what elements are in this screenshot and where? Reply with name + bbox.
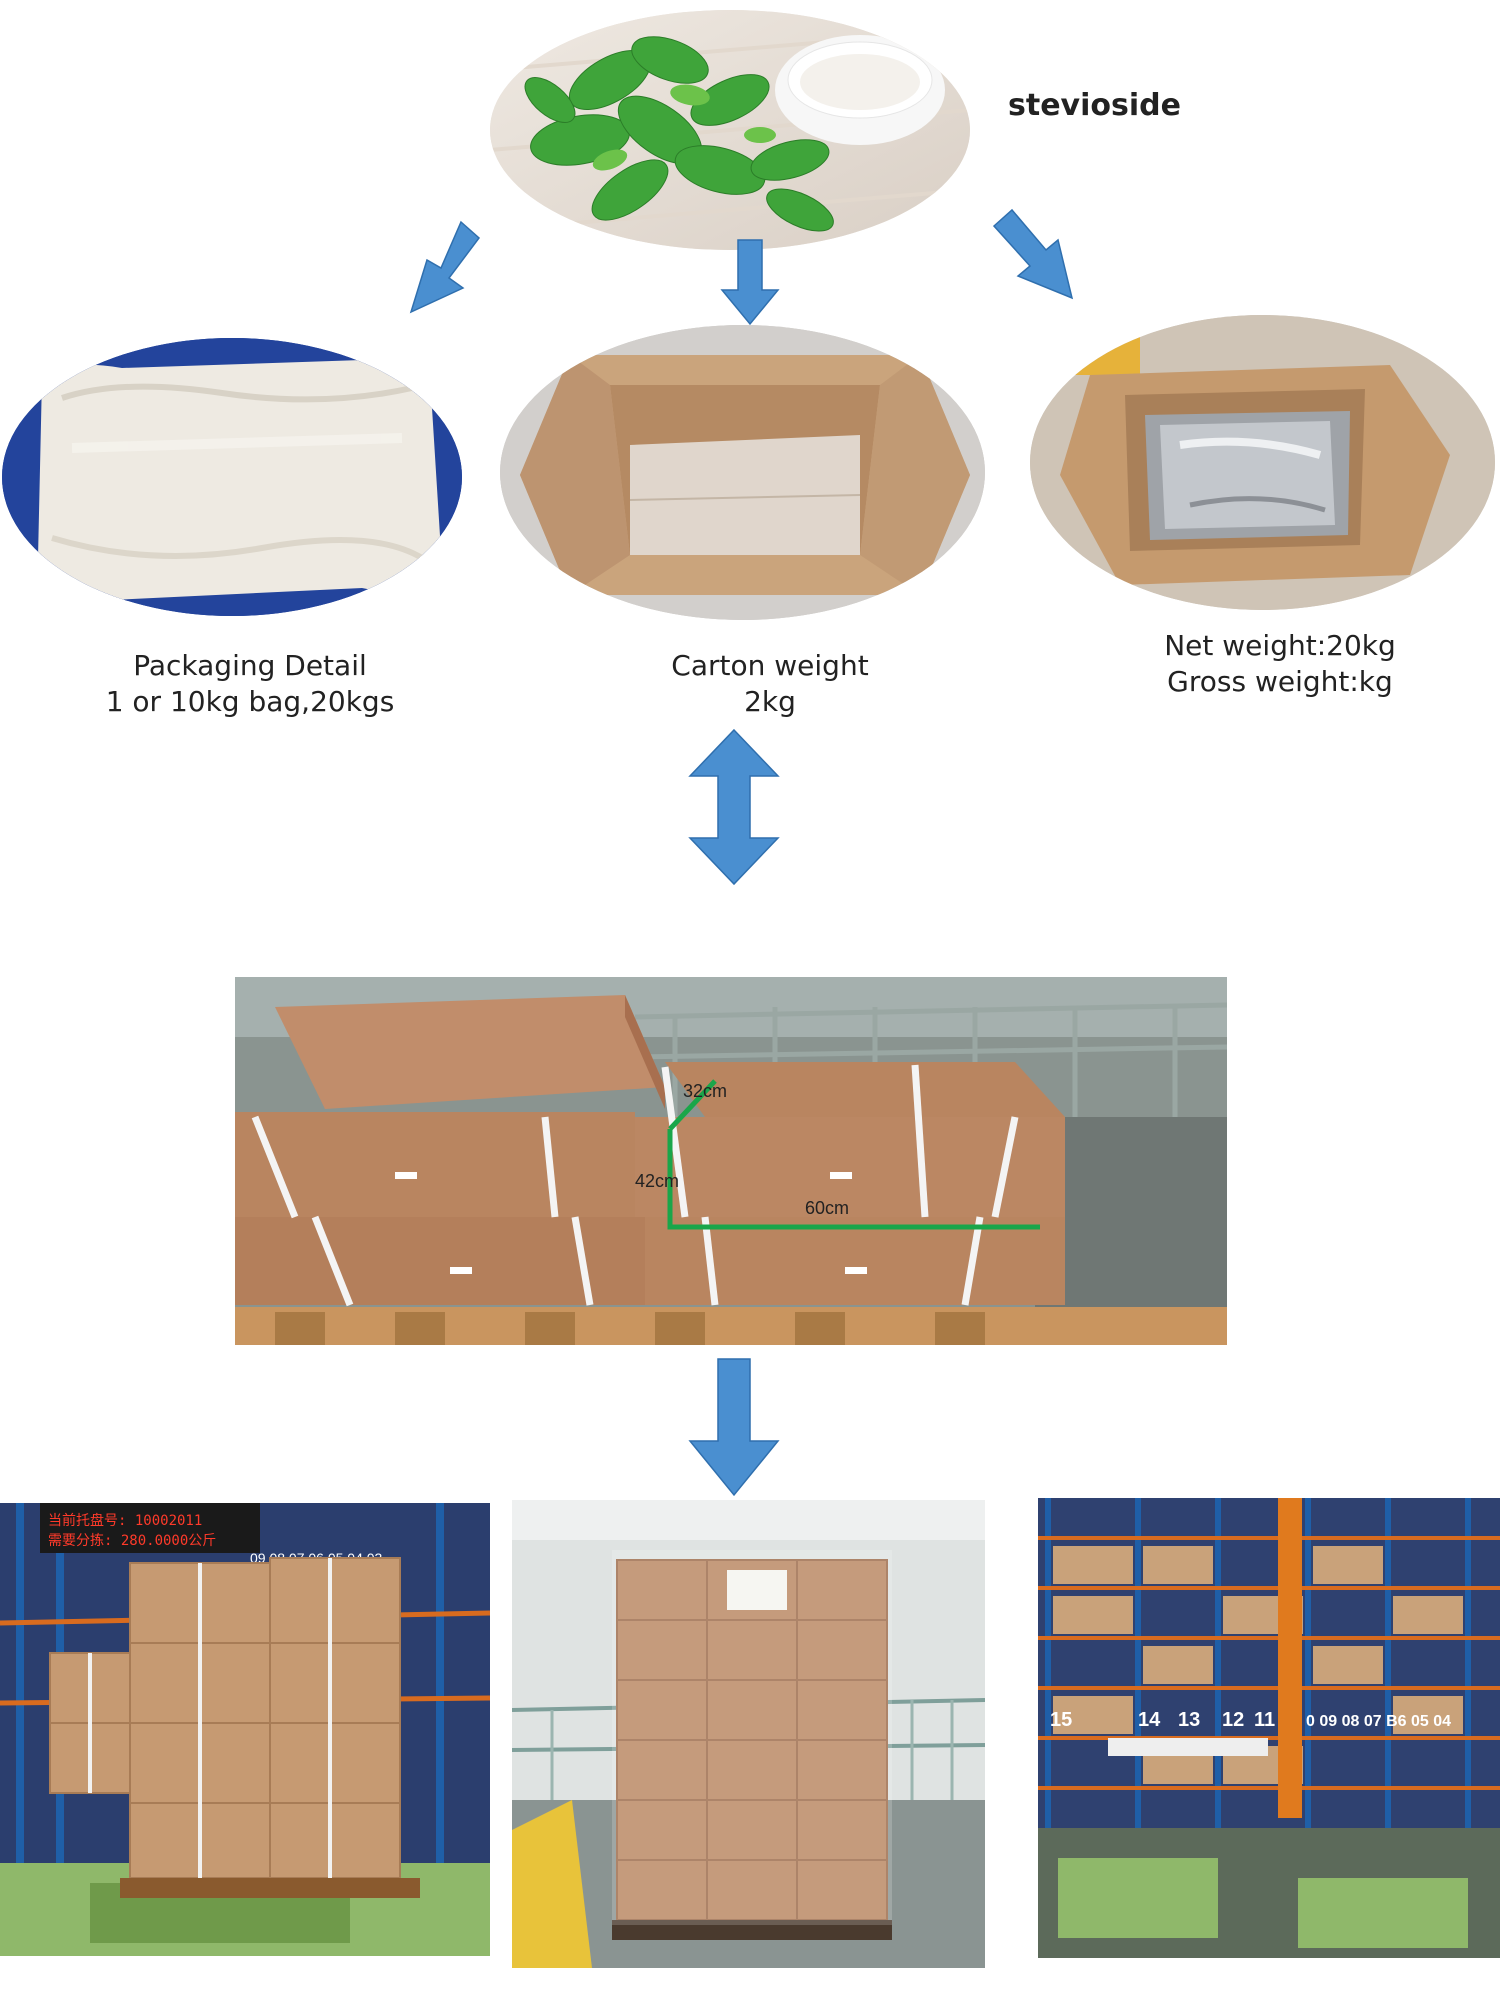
stevia-leaves-image [490, 10, 970, 250]
packaging-caption-line1: Packaging Detail [133, 649, 367, 682]
empty-carton-image [500, 325, 985, 620]
weight-caption-line2: Gross weight:kg [1167, 665, 1393, 698]
rack-11: 11 [1254, 1709, 1275, 1731]
warehouse-sorting-photo: 当前托盘号: 10002011 需要分拣: 280.0000公斤 09 08 0… [0, 1503, 490, 1956]
carton-caption-line2: 2kg [744, 685, 796, 718]
carton-caption: Carton weight 2kg [580, 648, 960, 720]
rack-14: 14 [1138, 1709, 1161, 1731]
height-label: 42cm [635, 1171, 679, 1191]
down-arrow-icon [720, 239, 780, 326]
wrapped-pallet-photo [512, 1500, 985, 1968]
down-arrow-icon [992, 208, 1074, 300]
width-label: 60cm [805, 1198, 849, 1218]
led-line1: 当前托盘号: 10002011 [48, 1512, 202, 1529]
carton-caption-line1: Carton weight [671, 649, 869, 682]
weight-caption: Net weight:20kg Gross weight:kg [1090, 628, 1470, 700]
depth-label: 32cm [683, 1081, 727, 1101]
weight-caption-line1: Net weight:20kg [1164, 629, 1396, 662]
packaging-caption: Packaging Detail 1 or 10kg bag,20kgs [60, 648, 440, 720]
highbay-warehouse-photo: 15 14 13 12 11 0 09 08 07 B6 05 04 [1038, 1498, 1500, 1958]
rack-numbers-right: 0 09 08 07 B6 05 04 [1306, 1713, 1451, 1730]
carton-dimensions-photo: 32cm 42cm 60cm [235, 977, 1227, 1345]
product-label: stevioside [1008, 88, 1181, 123]
packaging-caption-line2: 1 or 10kg bag,20kgs [105, 685, 395, 718]
rack-12: 12 [1222, 1709, 1244, 1731]
down-arrow-icon [409, 220, 481, 314]
down-arrow-icon [688, 1358, 780, 1497]
powder-bag-image [2, 338, 462, 616]
led-line2: 需要分拣: 280.0000公斤 [48, 1533, 216, 1549]
double-arrow-icon [688, 728, 780, 886]
foil-bag-carton-image [1030, 315, 1495, 610]
rack-13: 13 [1178, 1709, 1200, 1731]
rack-15: 15 [1050, 1709, 1072, 1731]
